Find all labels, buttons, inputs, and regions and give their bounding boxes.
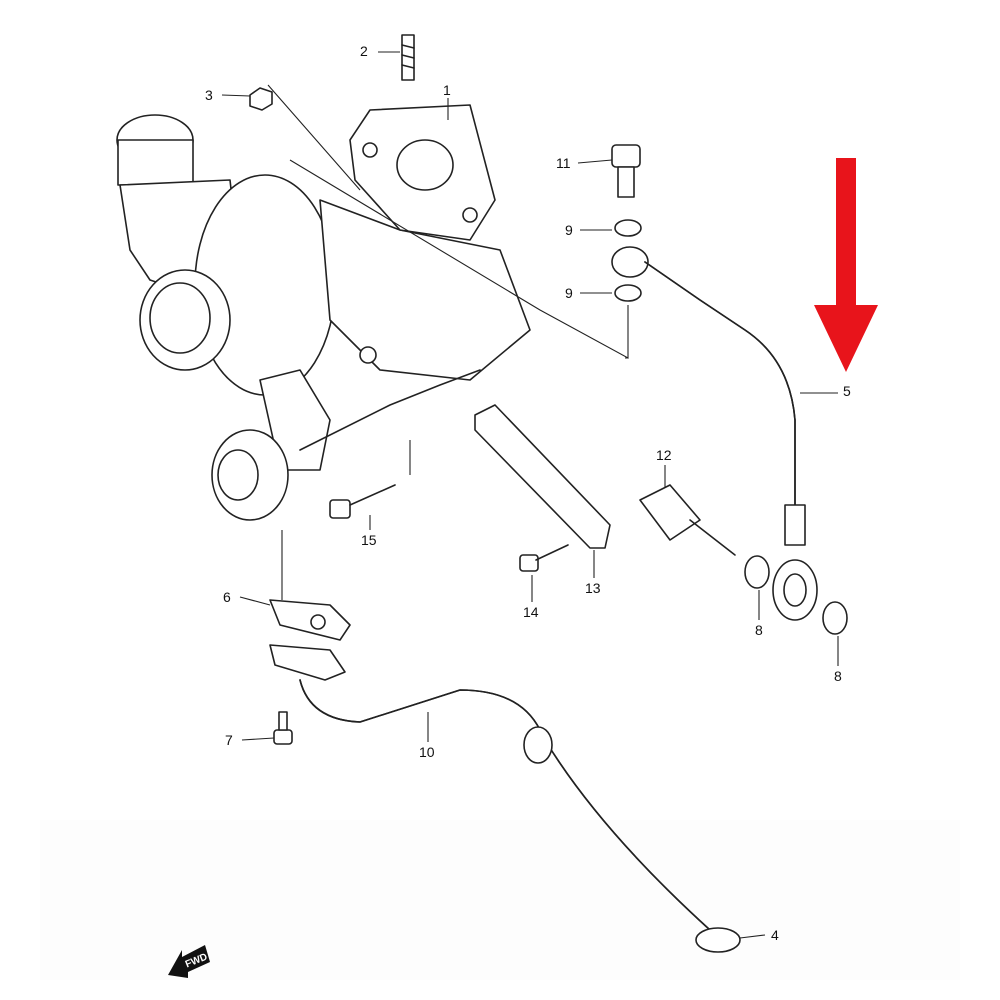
washer-8-left[interactable]: [744, 555, 770, 589]
callout-9-lower: 9: [565, 285, 573, 301]
callout-1: 1: [443, 82, 451, 98]
callout-9-upper: 9: [565, 222, 573, 238]
callout-7: 7: [225, 732, 233, 748]
turbocharger[interactable]: [116, 104, 531, 521]
watermark: [40, 820, 960, 980]
callout-6: 6: [223, 589, 231, 605]
washer-8-right[interactable]: [822, 601, 848, 635]
leader-lines: [221, 51, 839, 939]
callout-10: 10: [419, 744, 435, 760]
gasket-6[interactable]: [269, 599, 351, 641]
callout-4: 4: [771, 927, 779, 943]
washer-9-upper[interactable]: [614, 219, 642, 237]
callout-3: 3: [205, 87, 213, 103]
callout-8-left: 8: [755, 622, 763, 638]
callouts: 1 2 3 4 5 6 7 8 8 9 9 10 11 12 13 14 15: [205, 43, 851, 943]
callout-8-right: 8: [834, 668, 842, 684]
highlight-arrow-icon: [814, 158, 878, 372]
bolt-15[interactable]: [329, 484, 396, 519]
banjo-bolt-11[interactable]: [611, 144, 641, 198]
bolt-14[interactable]: [519, 544, 569, 572]
clamp-4[interactable]: [695, 927, 741, 953]
union-bolt-12[interactable]: [639, 484, 736, 556]
drain-pipe-10[interactable]: [269, 644, 711, 931]
clamp-upper[interactable]: [523, 726, 553, 764]
washer-9-lower[interactable]: [614, 284, 642, 302]
oil-pipe-5[interactable]: [611, 246, 818, 621]
stud-2[interactable]: [401, 34, 415, 81]
callout-5: 5: [843, 383, 851, 399]
bracket-13[interactable]: [474, 404, 611, 549]
nut-3[interactable]: [249, 87, 273, 111]
callout-11: 11: [556, 155, 571, 171]
bolt-7[interactable]: [273, 711, 293, 745]
callout-14: 14: [523, 604, 539, 620]
callout-2: 2: [360, 43, 368, 59]
callout-15: 15: [361, 532, 377, 548]
callout-12: 12: [656, 447, 672, 463]
callout-13: 13: [585, 580, 601, 596]
